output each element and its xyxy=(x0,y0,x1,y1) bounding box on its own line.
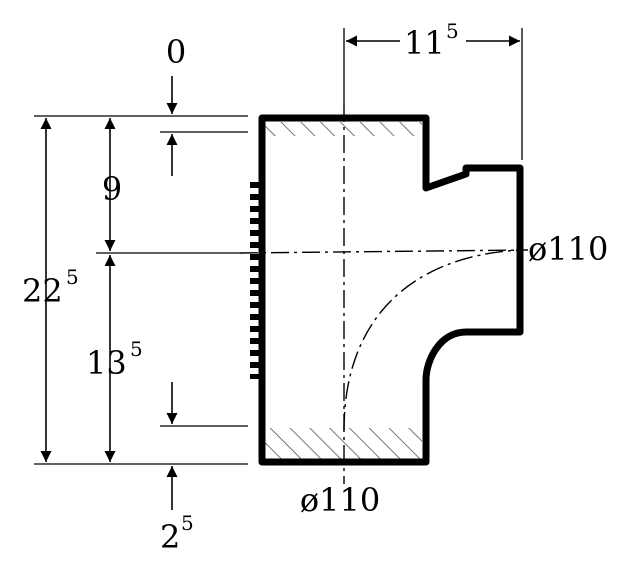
branch-length-sup: 5 xyxy=(446,19,459,43)
total-height-sup: 5 xyxy=(66,265,79,289)
lower-height-label: 13 xyxy=(86,344,127,382)
extension-lines xyxy=(34,28,523,465)
flow-arc xyxy=(343,249,521,431)
top-section-hatch xyxy=(264,122,422,136)
bottom-section-hatch xyxy=(264,428,422,460)
tee-outline xyxy=(258,114,524,466)
top-offset-label: 0 xyxy=(166,33,186,71)
branch-offset-label: 9 xyxy=(102,170,122,208)
bottom-offset-sup: 5 xyxy=(181,511,194,535)
dimension-arrows xyxy=(40,35,520,510)
dimension-labels: 0 9 22 5 13 5 2 5 11 5 ø110 ø110 xyxy=(22,19,608,556)
main-diameter-label: ø110 xyxy=(300,481,380,519)
tee-fitting xyxy=(239,104,529,484)
socket-serrations xyxy=(250,182,262,379)
bottom-offset-label: 2 xyxy=(160,518,180,556)
lower-height-sup: 5 xyxy=(130,337,143,361)
total-height-label: 22 xyxy=(22,272,63,310)
horizontal-centerline xyxy=(239,249,529,254)
branch-diameter-label: ø110 xyxy=(528,230,608,268)
branch-length-label: 11 xyxy=(404,24,445,62)
